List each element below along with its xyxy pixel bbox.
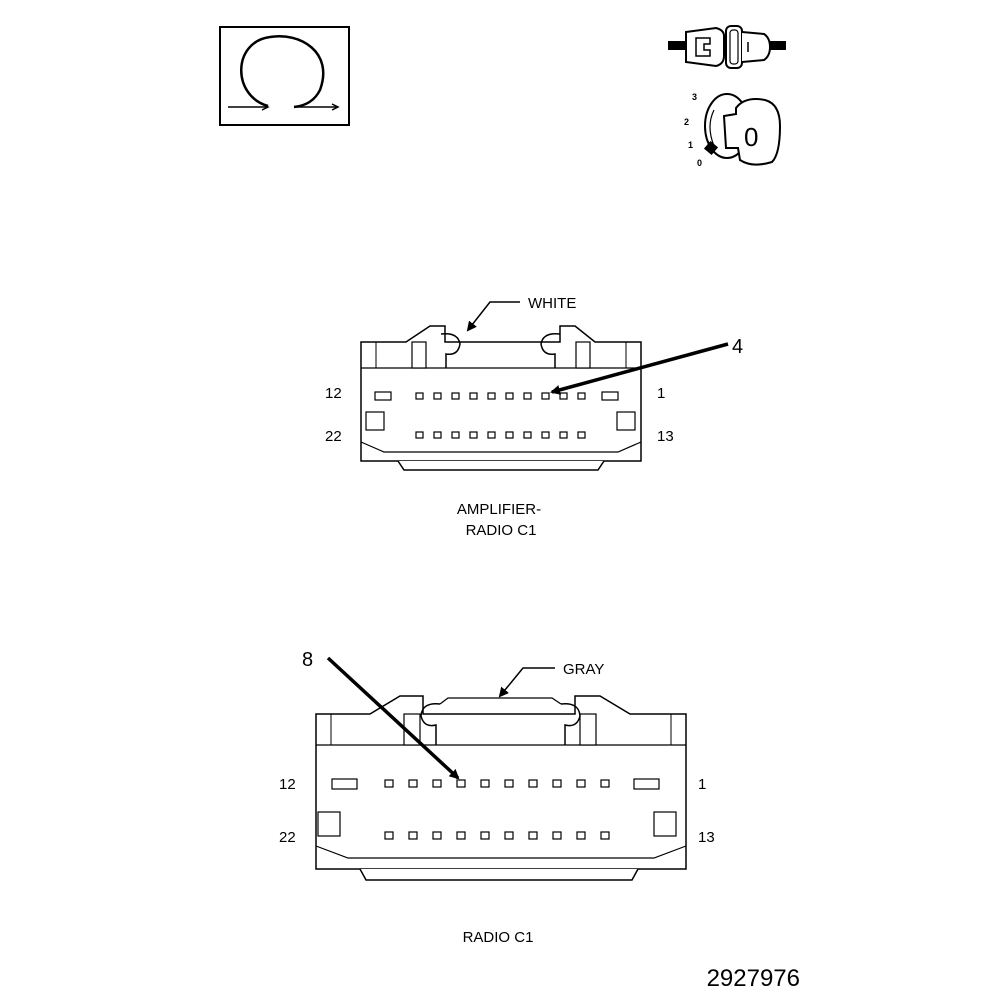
figure-number: 2927976 bbox=[707, 965, 800, 992]
key-position-1: 1 bbox=[688, 140, 693, 150]
connector1-row2-left: 22 bbox=[325, 428, 342, 445]
row1-cavities bbox=[415, 392, 586, 400]
connector2-color-label: GRAY bbox=[563, 661, 604, 678]
connector2-title-line1: RADIO C1 bbox=[463, 929, 534, 946]
ignition-key-icon: 3 2 1 0 0 bbox=[684, 92, 782, 168]
connector2-callout: 8 bbox=[302, 649, 313, 671]
connector1-row1-right: 1 bbox=[657, 385, 665, 402]
connector1-title-line2: RADIO C1 bbox=[466, 522, 537, 539]
row1-cavities bbox=[384, 779, 610, 788]
connector2-row2-left: 22 bbox=[279, 829, 296, 846]
connector1-row1-left: 12 bbox=[325, 385, 342, 402]
connector2-row1-left: 12 bbox=[279, 776, 296, 793]
connector1-row2-right: 13 bbox=[657, 428, 674, 445]
key-position-3: 3 bbox=[692, 92, 697, 102]
radio-connector: GRAY 8 12 1 22 13 RADIO C1 bbox=[279, 649, 715, 946]
unplugged-connector-icon bbox=[668, 25, 786, 69]
row2-cavities bbox=[415, 431, 586, 439]
row2-cavities bbox=[384, 831, 610, 840]
connector1-title-line1: AMPLIFIER- bbox=[457, 501, 541, 518]
connector1-color-label: WHITE bbox=[528, 295, 576, 312]
connector2-row2-right: 13 bbox=[698, 829, 715, 846]
key-position-0: 0 bbox=[697, 158, 702, 168]
connector2-row1-right: 1 bbox=[698, 776, 706, 793]
ohmmeter-icon bbox=[219, 26, 350, 126]
key-position-2: 2 bbox=[684, 117, 689, 127]
key-label: 0 bbox=[744, 122, 758, 152]
amplifier-radio-connector: WHITE 4 12 1 22 13 AMPLIFIER- RADIO C1 bbox=[325, 295, 743, 539]
connector1-callout: 4 bbox=[732, 336, 743, 358]
